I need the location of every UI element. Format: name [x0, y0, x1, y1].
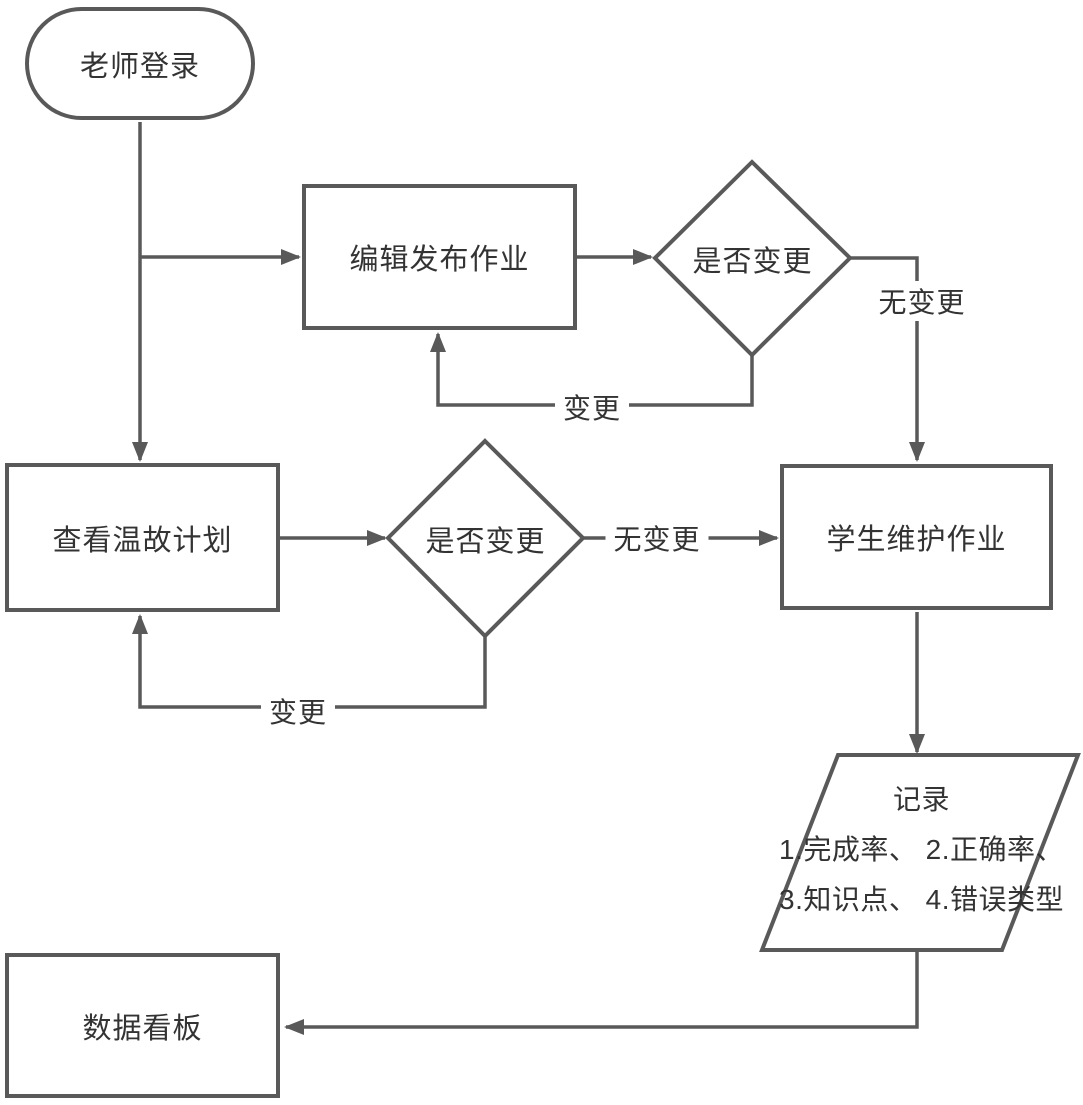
decision-top-text: 是否变更 — [692, 245, 813, 278]
node-start-label: 老师登录 — [79, 50, 200, 83]
node-student-label: 学生维护作业 — [826, 524, 1007, 556]
edge-label-change-mid: 变更 — [260, 691, 336, 731]
edge-label-no-change-mid: 无变更 — [605, 518, 709, 558]
node-decision-mid-label: 是否变更 — [388, 441, 583, 636]
edge-decision-top-to-student — [850, 256, 925, 462]
node-decision-top-label: 是否变更 — [655, 162, 850, 355]
record-line2: 3.知识点、 4.错误类型 — [779, 884, 1064, 915]
node-start: 老师登录 — [25, 7, 255, 120]
node-view-plan: 查看温故计划 — [5, 463, 280, 612]
edge-label-no-change-top: 无变更 — [870, 281, 974, 321]
edge-label-change-top: 变更 — [554, 387, 630, 427]
record-parallelogram — [759, 753, 1081, 952]
node-view-plan-label: 查看温故计划 — [52, 524, 233, 557]
decision-top-diamond — [652, 159, 853, 358]
node-student: 学生维护作业 — [780, 464, 1053, 610]
node-record-text: 记录 1.完成率、 2.正确率、 3.知识点、 4.错误类型 — [770, 775, 1073, 925]
record-line1: 1.完成率、 2.正确率、 — [779, 834, 1064, 865]
node-dashboard-label: 数据看板 — [82, 1012, 203, 1045]
node-edit-label: 编辑发布作业 — [349, 244, 530, 276]
edge-record-to-dashboard — [284, 950, 919, 1035]
node-dashboard: 数据看板 — [5, 953, 280, 1098]
record-title: 记录 — [892, 784, 950, 815]
node-edit: 编辑发布作业 — [302, 184, 577, 330]
decision-mid-text: 是否变更 — [425, 525, 546, 558]
decision-mid-diamond — [385, 438, 586, 639]
